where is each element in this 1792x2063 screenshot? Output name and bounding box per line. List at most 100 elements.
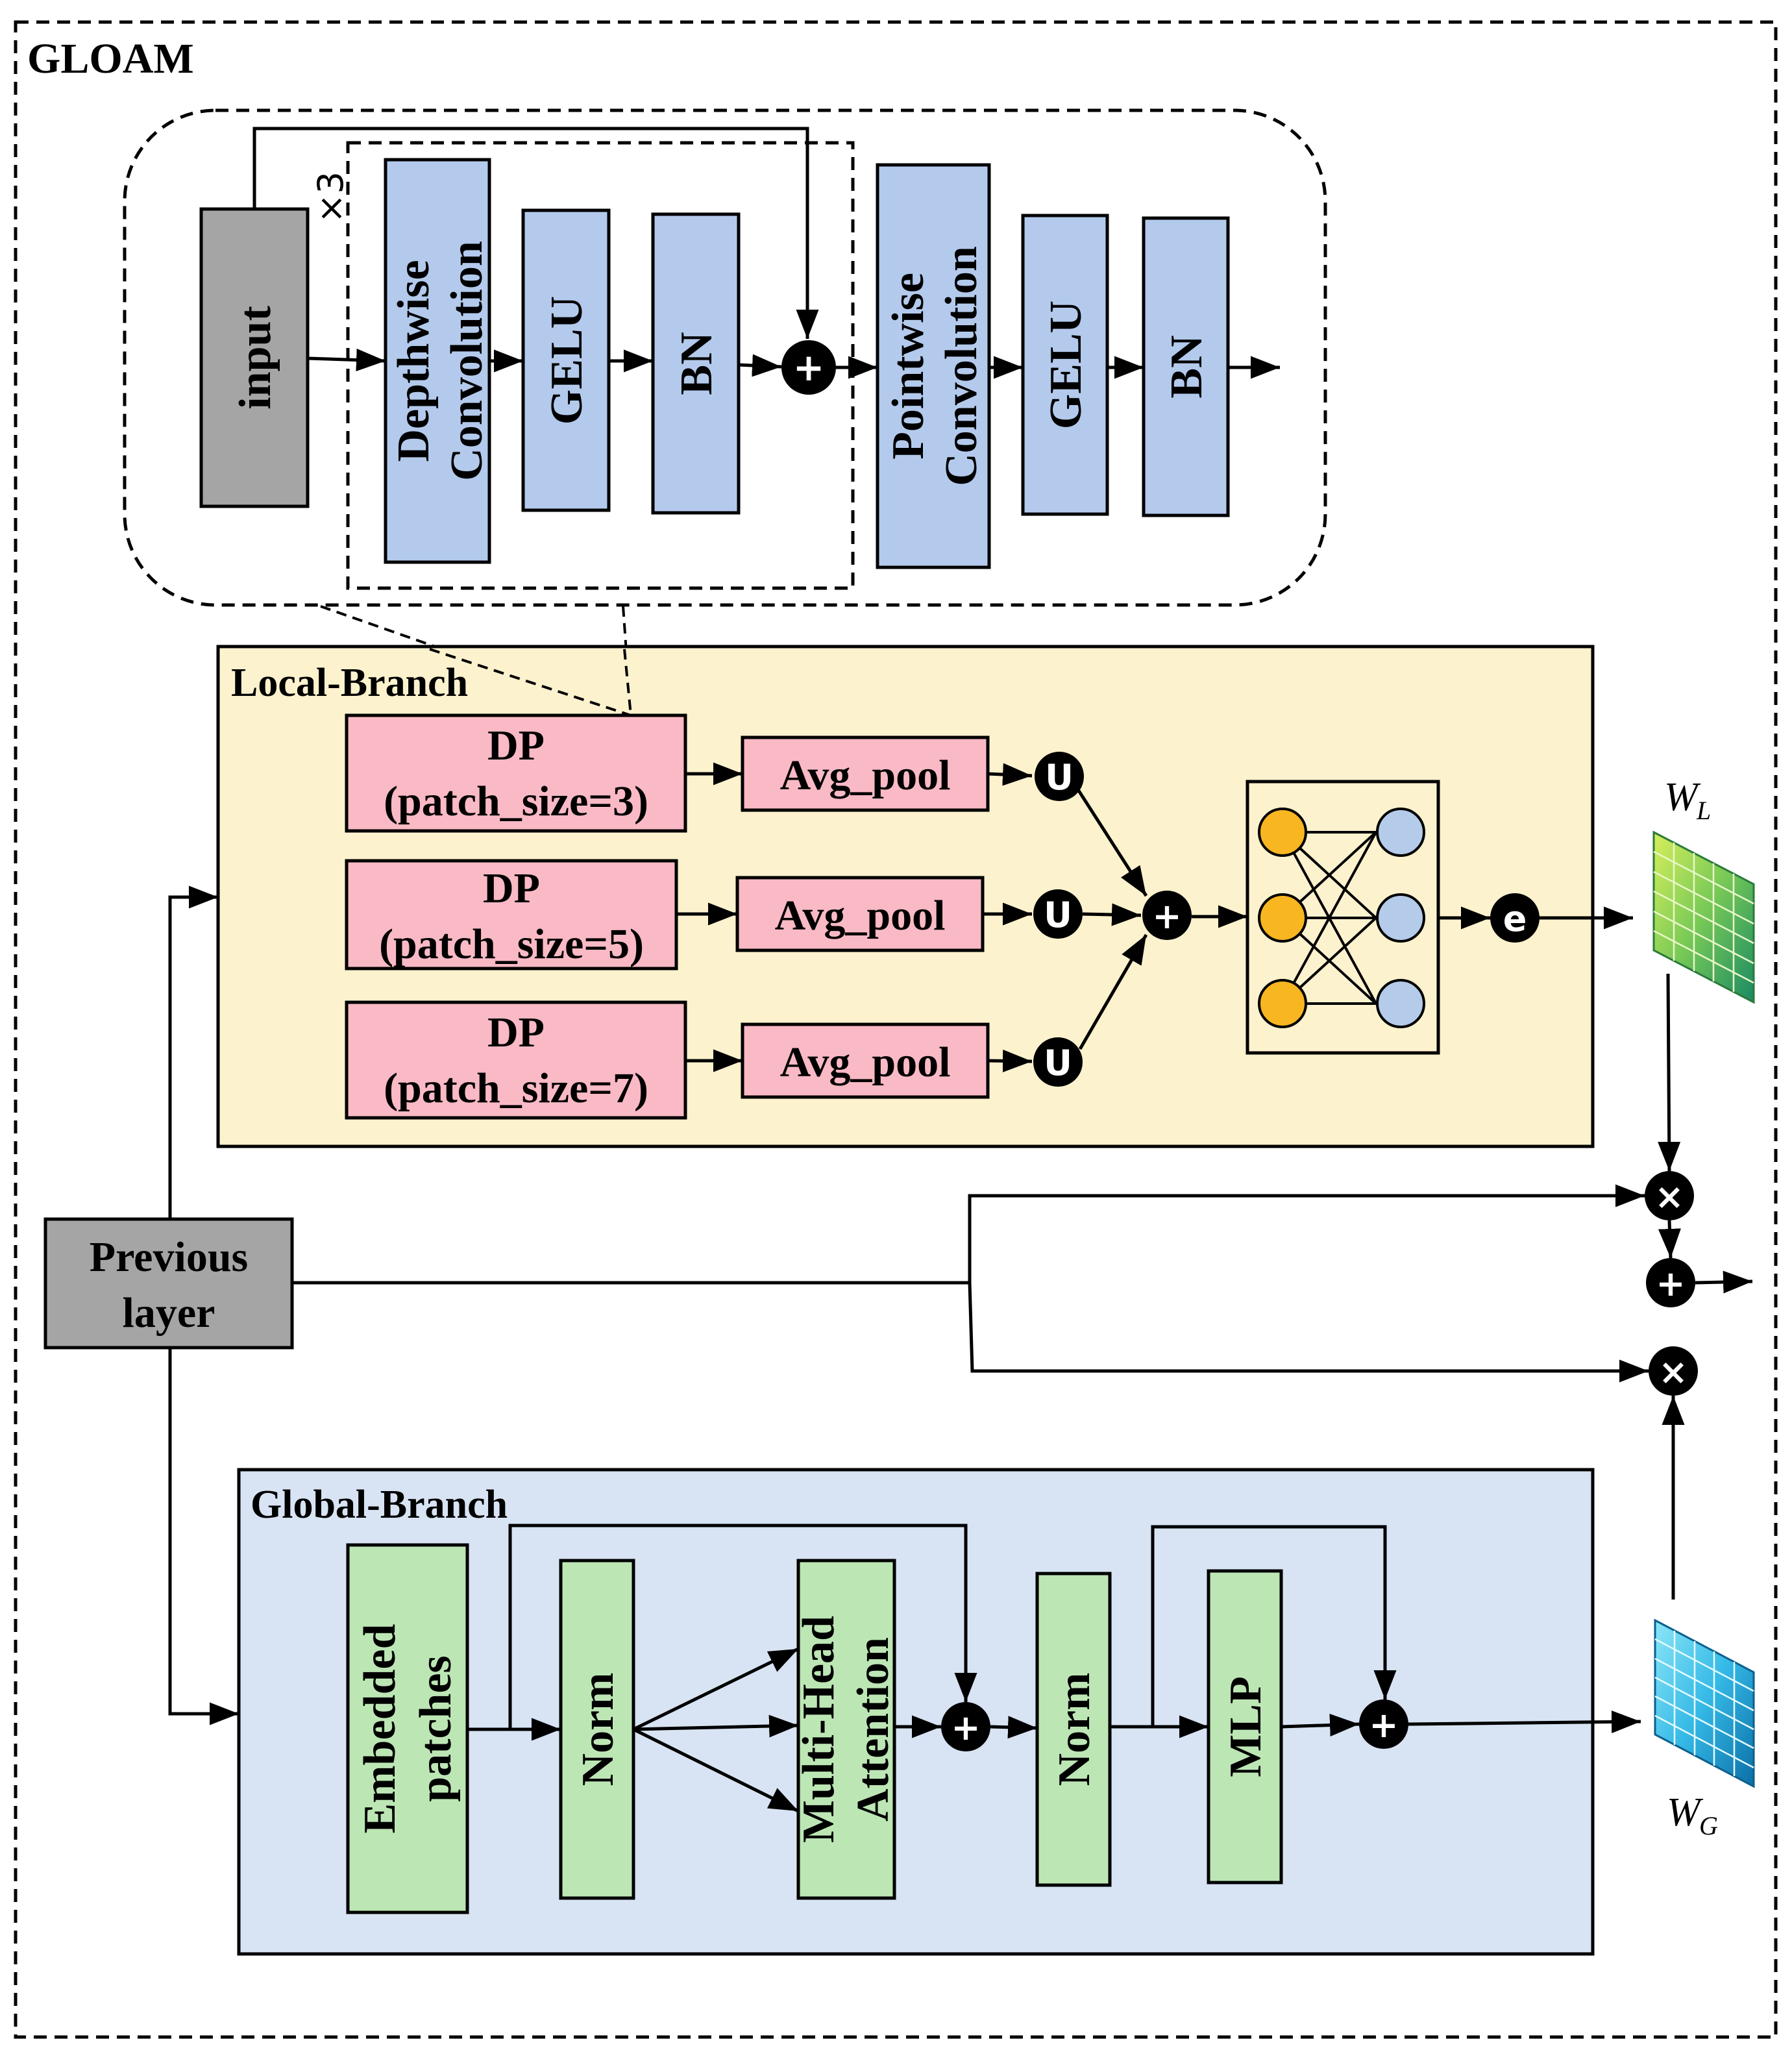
arrow-mlp-add2 [1281, 1714, 1360, 1736]
multiply-symbol-global: × [1658, 1352, 1688, 1392]
fc-input-node-1 [1258, 808, 1307, 857]
previous-layer-label-1: Previous [90, 1233, 248, 1281]
pointwise-conv-label: Pointwise [883, 273, 933, 460]
arrow-add-norm2 [990, 1716, 1038, 1739]
input-label: input [230, 306, 280, 410]
mha-block [796, 1559, 896, 1900]
input-block [199, 207, 310, 508]
bn-label-1: BN [672, 332, 722, 395]
repeat-label: ×3 [310, 171, 351, 223]
depthwise-conv-block [384, 158, 491, 564]
dp-param-5: (patch_size=5) [379, 920, 644, 968]
module-detail-frame [123, 108, 1327, 607]
arrow-add2-wg [1408, 1711, 1641, 1734]
dp-param-3: (patch_size=3) [384, 778, 648, 825]
norm-label-2: Norm [1049, 1673, 1099, 1786]
upsample-node-3 [1033, 1037, 1083, 1087]
norm-block-2 [1035, 1572, 1112, 1887]
gelu-label-2: GELU [1041, 301, 1091, 429]
arrow-input-dwconv [307, 349, 386, 371]
zoom-connector-left-inner [429, 648, 632, 717]
mlp-label: MLP [1221, 1676, 1271, 1777]
multiply-symbol-local: × [1654, 1176, 1684, 1217]
arrow-norm-mha-top [632, 1647, 800, 1731]
arrow-wl-mul [1658, 973, 1681, 1172]
upsample-symbol-2: U [1044, 895, 1072, 935]
dp-label-5: DP [483, 865, 540, 912]
avg-pool-block-1 [741, 735, 990, 812]
arrow-u1-add [1077, 789, 1148, 897]
dp-block-7 [345, 1000, 687, 1120]
bn-block-2 [1142, 216, 1230, 517]
norm-label-1: Norm [573, 1673, 623, 1786]
local-weight-subscript: L [1696, 796, 1711, 825]
local-add-node [1142, 891, 1192, 940]
global-weight-grid [1654, 1631, 1754, 1776]
avg-pool-label-2: Avg_pool [775, 892, 946, 939]
mha-label-2: Attention [848, 1637, 898, 1822]
exp-node [1490, 893, 1540, 943]
mha-label: Multi-Head [794, 1616, 844, 1843]
module-add-symbol: + [793, 345, 825, 389]
previous-layer-label-2: layer [123, 1289, 215, 1337]
fc-output-node-1 [1376, 808, 1425, 857]
dp-block-3 [345, 713, 687, 833]
fc-input-node-3 [1258, 979, 1307, 1028]
embedded-patches-label-2: patches [411, 1655, 461, 1802]
avg-pool-label-3: Avg_pool [780, 1039, 951, 1086]
gelu-block-2 [1021, 214, 1109, 516]
multiply-node-local [1645, 1171, 1694, 1220]
bn-label-2: BN [1162, 335, 1212, 398]
global-add-symbol-2: + [1369, 1705, 1398, 1746]
arrow-norm-mha-mid [633, 1714, 799, 1738]
embedded-patches-label: Embedded [355, 1624, 405, 1834]
arrow-pool1-u [987, 763, 1033, 786]
arrow-prev-global [168, 1348, 239, 1725]
upsample-symbol-1: U [1045, 757, 1074, 798]
fc-input-node-2 [1258, 893, 1307, 943]
arrow-norm-mha-bottom [632, 1727, 800, 1813]
local-add-symbol: + [1152, 896, 1181, 937]
fc-output-node-3 [1376, 979, 1425, 1028]
upsample-symbol-3: U [1044, 1043, 1072, 1083]
gelu-label-1: GELU [542, 296, 592, 425]
arrow-final-output [1695, 1270, 1753, 1294]
global-weight-subscript: G [1699, 1811, 1718, 1840]
arrow-bn-add [738, 354, 782, 377]
arrow-mul-add [1658, 1220, 1681, 1259]
avg-pool-label-1: Avg_pool [780, 752, 951, 799]
multiply-node-global [1649, 1346, 1698, 1396]
final-add-node [1646, 1258, 1695, 1307]
dp-label-3: DP [487, 722, 545, 769]
exp-symbol: e [1503, 898, 1527, 939]
global-add-node-1 [941, 1702, 990, 1751]
dp-label-7: DP [487, 1009, 545, 1056]
fc-output-node-2 [1376, 893, 1425, 943]
arrow-u2-add [1082, 903, 1142, 926]
global-branch-label: Global-Branch [251, 1483, 508, 1527]
local-weight-grid [1653, 843, 1754, 992]
local-weight-label: W [1664, 775, 1701, 819]
global-add-node-2 [1359, 1699, 1408, 1749]
global-skip-1 [508, 1524, 977, 1729]
final-add-symbol: + [1656, 1263, 1685, 1304]
zoom-connector-right-inner [623, 649, 632, 716]
arrow-prev-local [168, 885, 218, 1219]
pointwise-conv-block [876, 163, 991, 569]
arrow-prev-mul-top [968, 1184, 1645, 1283]
global-add-symbol-1: + [951, 1707, 980, 1748]
global-skip-2 [1151, 1525, 1397, 1727]
gloam-frame [14, 20, 1778, 2039]
local-branch-label: Local-Branch [231, 661, 468, 705]
upsample-node-1 [1035, 752, 1084, 801]
skip-connection [252, 127, 819, 339]
bn-block-1 [651, 212, 741, 515]
arrow-prev-mul-bottom [968, 1282, 1649, 1383]
gloam-title: GLOAM [27, 35, 194, 82]
depthwise-conv-label: Depthwise [389, 260, 439, 462]
module-add-node [781, 340, 836, 395]
upsample-node-2 [1033, 889, 1083, 939]
pointwise-conv-label-2: Convolution [937, 246, 987, 486]
dp-param-7: (patch_size=7) [384, 1065, 648, 1112]
